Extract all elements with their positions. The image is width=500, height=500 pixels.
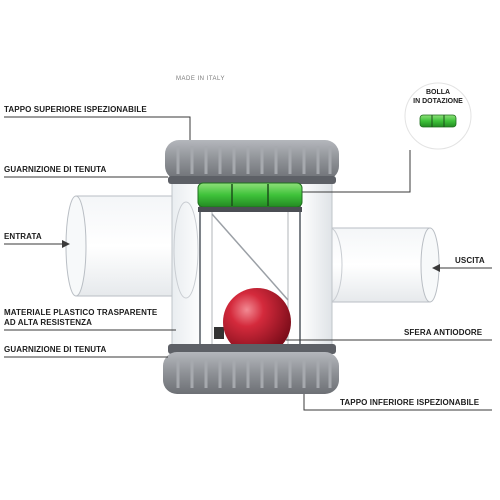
bottom-cap [163,344,339,394]
leader-lines [4,116,492,411]
label-tappo-superiore: TAPPO SUPERIORE ISPEZIONABILE [4,105,147,114]
bolla-label-text: BOLLA IN DOTAZIONE [413,89,463,105]
label-entrata: ENTRATA [4,232,42,241]
label-materiale: MATERIALE PLASTICO TRASPARENTE AD ALTA R… [4,308,158,327]
label-guarnizione-bottom: GUARNIZIONE DI TENUTA [4,345,107,354]
bolla-in-dotazione-label: BOLLA IN DOTAZIONE [410,88,466,106]
label-guarnizione-top: GUARNIZIONE DI TENUTA [4,165,107,174]
leader-bolla [302,150,411,193]
level-bubble-installed [197,182,303,212]
label-uscita: USCITA [455,256,485,265]
label-sfera-antiodore: SFERA ANTIODORE [404,328,483,337]
leader-tappo-superiore [4,116,191,140]
bolla-inset [404,82,472,150]
entrata-arrow [62,240,70,248]
label-tappo-inferiore: TAPPO INFERIORE ISPEZIONABILE [340,398,480,407]
top-cap [165,140,339,184]
made-in-italy-text: MADE IN ITALY [176,76,225,82]
uscita-arrow [432,264,440,272]
inlet-pipe [65,195,187,297]
outlet-pipe [317,227,440,303]
leader-tappo-inferiore [303,394,492,411]
anti-odor-sphere [223,288,291,356]
